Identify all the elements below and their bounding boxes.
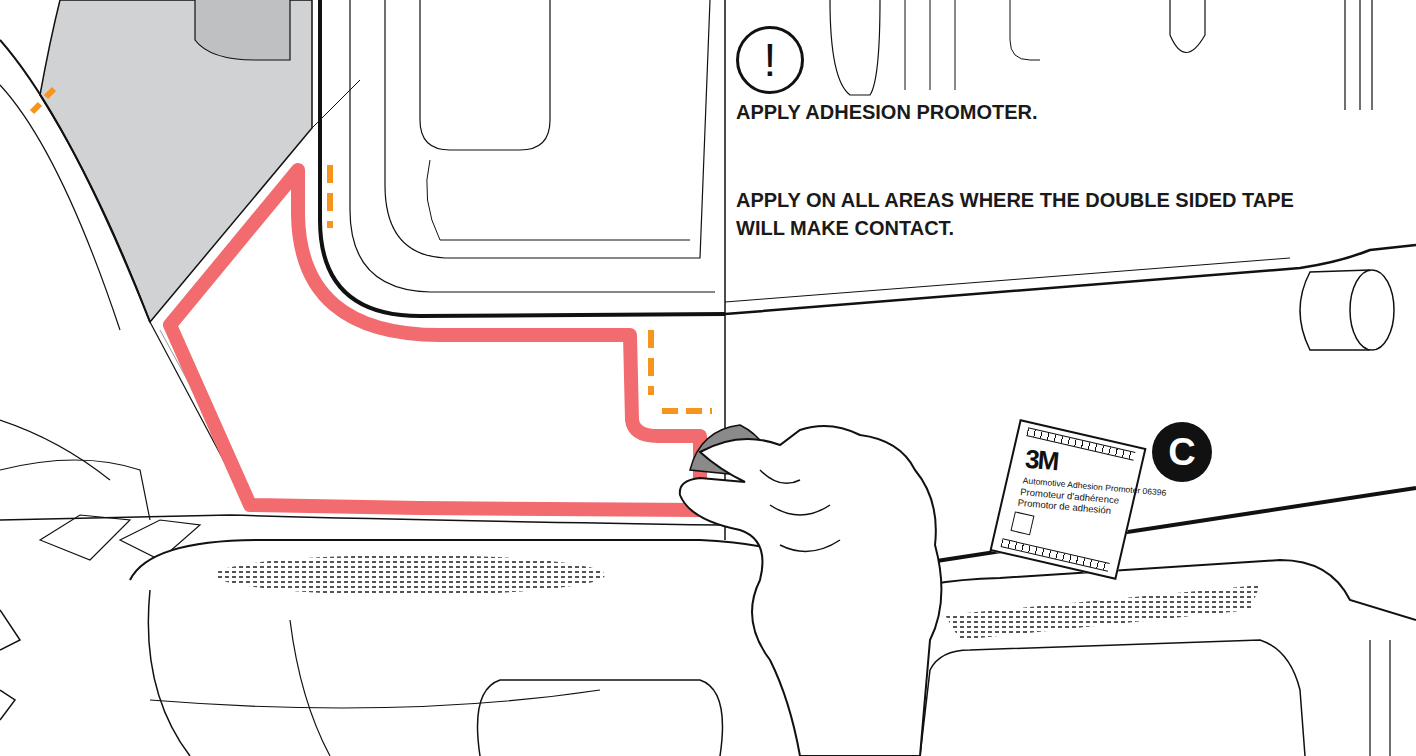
instruction-text: APPLY ON ALL AREAS WHERE THE DOUBLE SIDE… (736, 186, 1336, 242)
pillar-trim (40, 0, 312, 322)
adhesion-promoter-packet: 3MAutomotive Adhesion Promoter 06396Prom… (989, 419, 1146, 580)
warning-icon: ! (736, 26, 804, 94)
symbol-text: C (1168, 433, 1195, 471)
callout-letter: C (1152, 422, 1212, 482)
symbol-text: ! (764, 37, 777, 83)
orange-dash-marks (32, 89, 712, 411)
tick-strip (1001, 538, 1110, 572)
tape-outline (170, 170, 700, 510)
instruction-text: APPLY ADHESION PROMOTER. (736, 98, 1336, 126)
packet-square (1010, 511, 1034, 535)
hand (680, 425, 942, 756)
